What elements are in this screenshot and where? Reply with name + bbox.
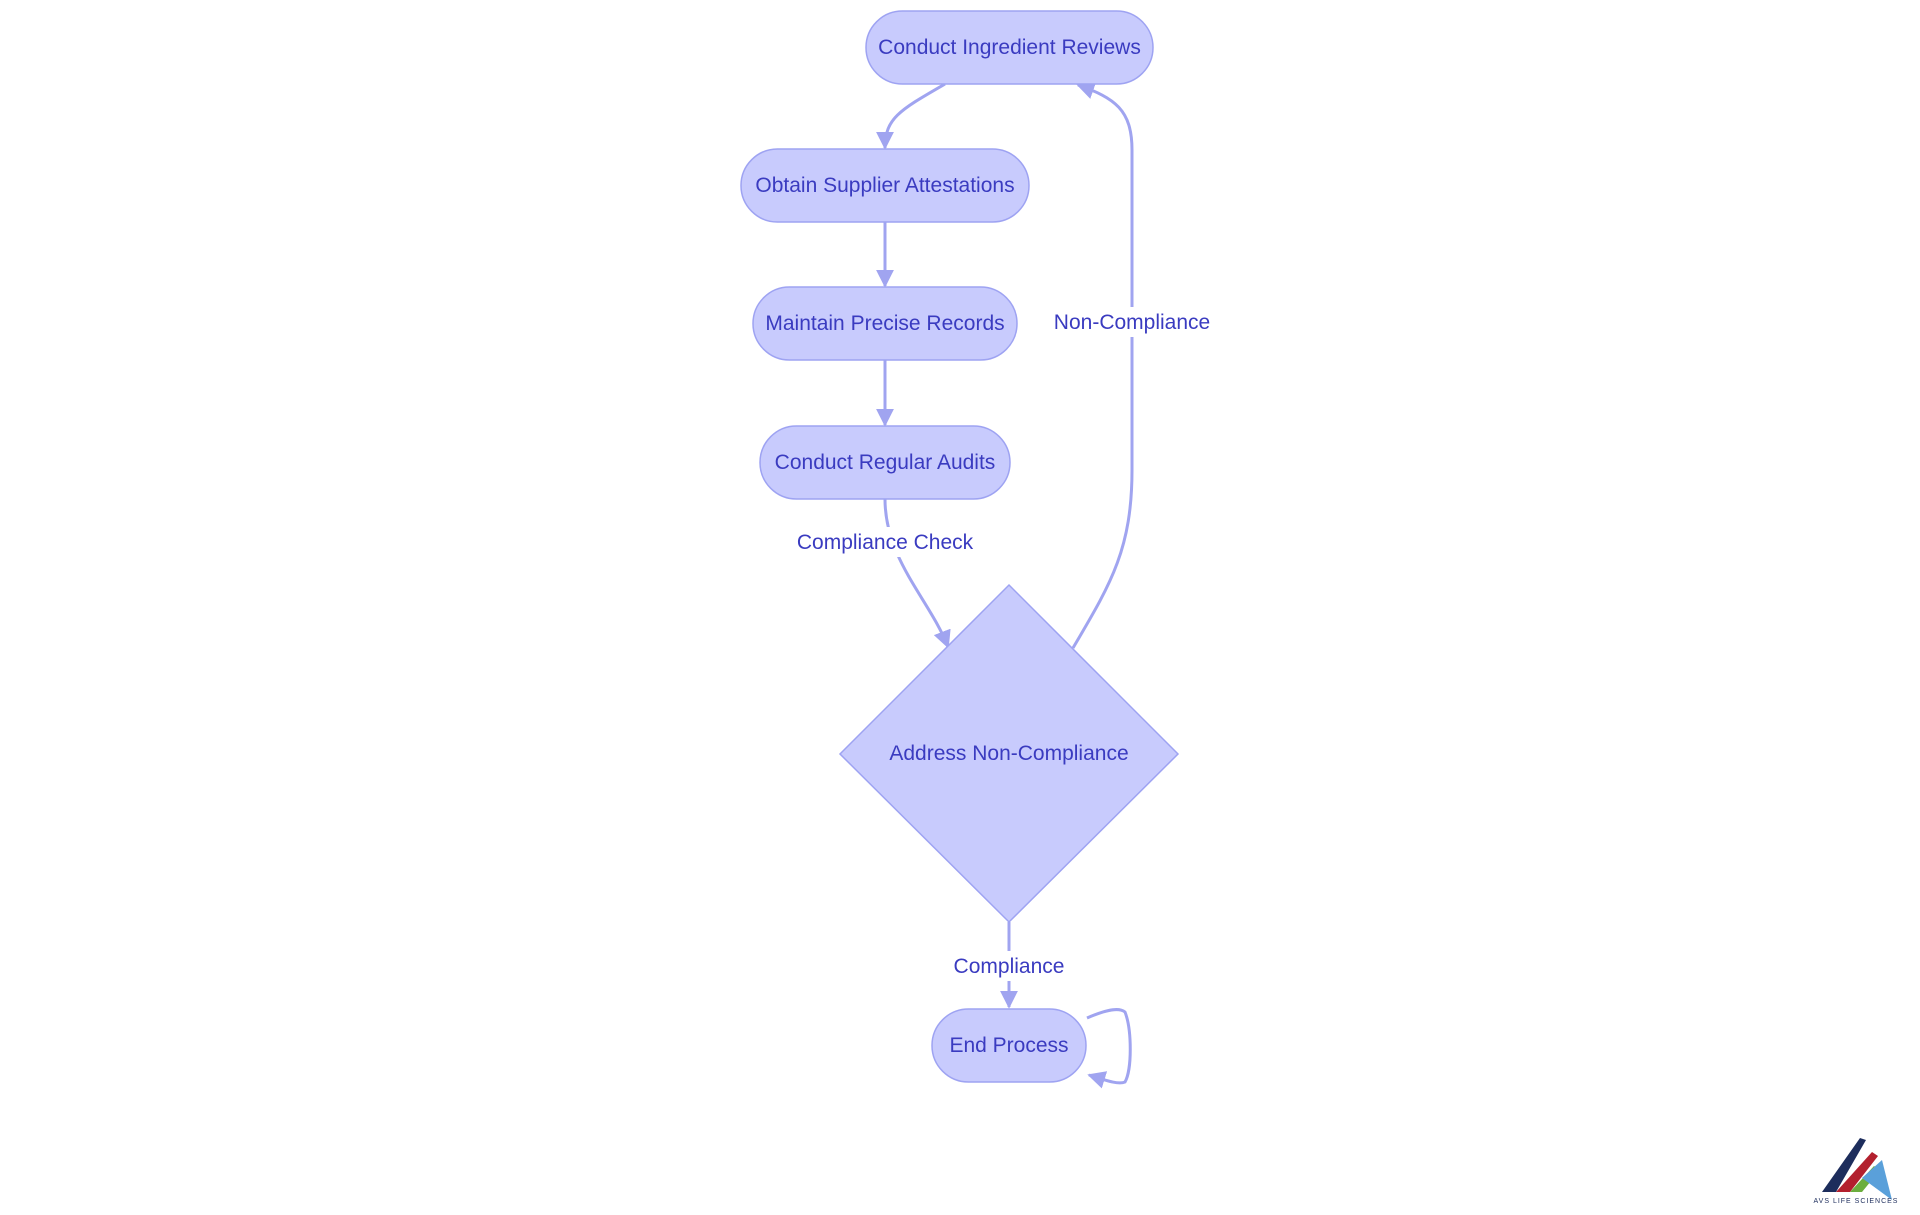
node-maintain-precise-records-label: Maintain Precise Records — [765, 312, 1004, 335]
node-obtain-supplier-attestations-label: Obtain Supplier Attestations — [755, 174, 1014, 197]
edge-label-compliance-text: Compliance — [954, 955, 1065, 978]
nodes: Conduct Ingredient Reviews Obtain Suppli… — [740, 10, 1180, 1083]
edge-labels: Compliance Check Non-Compliance Complian… — [797, 307, 1210, 981]
logo-text: AVS LIFE SCIENCES — [1814, 1198, 1899, 1205]
node-maintain-precise-records[interactable]: Maintain Precise Records — [752, 286, 1018, 361]
node-conduct-regular-audits-label: Conduct Regular Audits — [775, 451, 996, 474]
node-address-non-compliance-label: Address Non-Compliance — [889, 742, 1128, 765]
edge-label-compliance-check: Compliance Check — [797, 527, 974, 557]
edge-end-self-loop — [1086, 1008, 1132, 1089]
node-conduct-ingredient-reviews-label: Conduct Ingredient Reviews — [878, 36, 1141, 59]
avs-life-sciences-logo-icon: AVS LIFE SCIENCES — [1814, 1138, 1899, 1205]
edge-reviews-to-attestations — [876, 82, 946, 150]
edge-label-compliance: Compliance — [954, 951, 1065, 981]
node-obtain-supplier-attestations[interactable]: Obtain Supplier Attestations — [740, 148, 1030, 223]
edge-audits-to-decision — [883, 498, 951, 649]
node-end-process[interactable]: End Process — [931, 1008, 1087, 1083]
node-conduct-ingredient-reviews[interactable]: Conduct Ingredient Reviews — [865, 10, 1154, 85]
edge-label-compliance-check-text: Compliance Check — [797, 531, 974, 554]
node-conduct-regular-audits[interactable]: Conduct Regular Audits — [759, 425, 1011, 500]
edge-label-non-compliance-text: Non-Compliance — [1054, 311, 1210, 334]
edges — [876, 81, 1134, 1089]
node-end-process-label: End Process — [949, 1034, 1068, 1057]
node-address-non-compliance[interactable]: Address Non-Compliance — [838, 583, 1180, 924]
edge-label-non-compliance: Non-Compliance — [1054, 307, 1210, 337]
edge-decision-to-reviews — [1071, 81, 1134, 649]
